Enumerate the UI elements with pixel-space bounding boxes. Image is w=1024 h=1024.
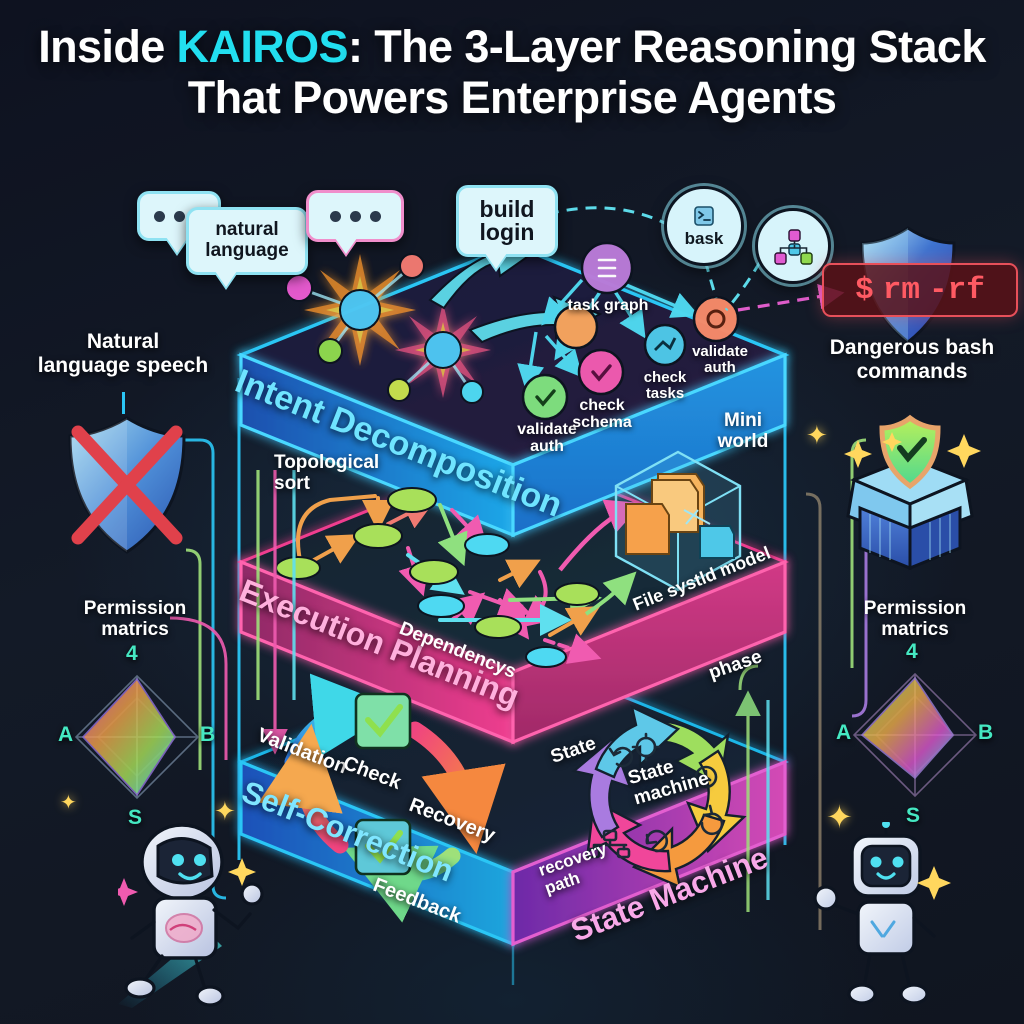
bask-label: bask	[684, 228, 724, 248]
node-label-validate-auth-left: validate auth	[517, 421, 577, 455]
robot-mascot-left	[118, 823, 264, 1008]
build-login-bubble: build login	[456, 185, 558, 257]
bubble-line-1: build	[479, 195, 535, 222]
radar-axis-left-left: A	[58, 723, 74, 746]
dots-glyph-pink	[329, 210, 381, 222]
node-tree-icon	[774, 229, 813, 265]
page-title: Inside KAIROS: The 3-Layer Reasoning Sta…	[0, 21, 1024, 124]
title-part-before: Inside	[38, 21, 177, 72]
node-check-schema	[577, 348, 625, 396]
radar-axis-left-right: A	[836, 721, 852, 744]
node-validate-auth-right	[692, 295, 740, 343]
natural-language-speech-label: Natural language speech	[37, 330, 209, 377]
dangerous-bash-commands-label: Dangerous bash commands	[829, 336, 995, 383]
sparkle-icon: ✦	[806, 420, 828, 450]
terminal-icon	[694, 205, 714, 226]
middle-layer-dag	[275, 487, 643, 668]
graph-icon-bubble	[755, 208, 831, 284]
radar-axis-bottom-right: S	[906, 804, 921, 827]
node-label-task-graph: task graph	[567, 297, 649, 314]
radar-chart-icon-right	[852, 672, 978, 798]
robot-mascot-right	[813, 822, 951, 1005]
sparkle-icon: ✦	[60, 792, 77, 814]
radar-axis-top-left: 4	[126, 642, 138, 665]
typing-bubble-pink	[306, 190, 404, 242]
top-layer-network	[285, 206, 845, 421]
permission-matrics-right-label: Permission matrics	[863, 598, 967, 641]
mini-world-cube	[614, 450, 742, 592]
bubble-line-1: natural	[215, 219, 279, 241]
shell-command: rm	[882, 272, 920, 308]
radar-axis-top-right: 4	[906, 640, 918, 663]
dangerous-command-box: $ rm -rf	[822, 263, 1018, 317]
tick-divider	[122, 392, 125, 414]
radar-axis-right-left: B	[200, 723, 216, 746]
topological-sort-label: Topological sort	[274, 452, 380, 495]
radar-axis-bottom-left: S	[128, 806, 143, 829]
sparkle-icon: ✦	[826, 799, 853, 835]
bubble-line-2: language	[205, 240, 289, 261]
node-validate-auth-left	[521, 373, 569, 421]
shell-flag: -rf	[929, 272, 985, 308]
shell-prompt-glyph: $	[855, 272, 874, 308]
node-label-check-schema: check schema	[572, 397, 632, 431]
sparkle-icon: ✦	[214, 796, 236, 826]
radar-axis-right-right: B	[978, 721, 994, 744]
open-box-shield-icon	[844, 414, 981, 571]
title-brand: KAIROS	[176, 21, 349, 72]
permission-matrics-left-label: Permission matrics	[83, 598, 187, 641]
node-label-check-tasks: check tasks	[643, 369, 687, 402]
title-part-after: : The 3-Layer Reasoning Stack That Power…	[187, 21, 987, 123]
shield-crossed-out-icon	[68, 416, 186, 554]
node-label-validate-auth-right: validate auth	[692, 343, 748, 376]
natural-language-bubble: natural language	[186, 207, 308, 275]
self-correction-cycle	[258, 673, 506, 923]
bubble-line-2: login	[479, 219, 535, 245]
radar-chart-icon-left	[74, 674, 200, 800]
bask-bubble: bask	[664, 186, 744, 266]
mini-world-label: Mini world	[717, 410, 769, 453]
state-machine-cycle	[571, 704, 747, 890]
